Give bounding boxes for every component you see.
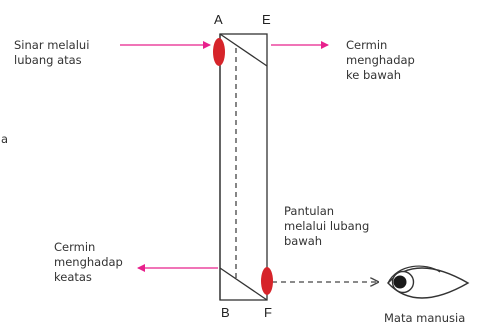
top-light-label: Sinar melalui lubang atas bbox=[14, 38, 89, 68]
bottom-reflection-line-3: bawah bbox=[284, 234, 323, 248]
vertex-f: F bbox=[264, 305, 272, 320]
top-mirror-label: Cermin menghadap ke bawah bbox=[346, 38, 415, 83]
bottom-mirror-line-3: keatas bbox=[54, 270, 92, 284]
bottom-mirror-line bbox=[219, 267, 268, 301]
bottom-reflection-line-1: Pantulan bbox=[284, 204, 335, 218]
eye-label: Mata manusia bbox=[384, 311, 466, 325]
eye-icon bbox=[387, 265, 470, 299]
vertex-b: B bbox=[221, 305, 230, 320]
top-light-line-2: lubang atas bbox=[14, 53, 82, 67]
vertex-e: E bbox=[262, 12, 271, 27]
top-mirror-line-3: ke bawah bbox=[346, 68, 402, 82]
top-mirror-line bbox=[219, 33, 268, 67]
top-mirror-line-1: Cermin bbox=[346, 38, 388, 52]
top-mirror-line-2: menghadap bbox=[346, 53, 415, 67]
stray-text: a bbox=[1, 132, 9, 146]
bottom-reflection-label: Pantulan melalui lubang bawah bbox=[284, 204, 369, 249]
bottom-mirror-line-2: menghadap bbox=[54, 255, 123, 269]
bottom-mirror-line-1: Cermin bbox=[54, 240, 96, 254]
top-light-line-1: Sinar melalui bbox=[14, 38, 90, 52]
bottom-reflection-line-2: melalui lubang bbox=[284, 219, 370, 233]
bottom-hole bbox=[261, 267, 273, 295]
bottom-mirror-label: Cermin menghadap keatas bbox=[54, 240, 123, 285]
vertex-a: A bbox=[214, 12, 223, 27]
top-hole bbox=[213, 38, 225, 66]
periscope-tube bbox=[219, 33, 268, 301]
